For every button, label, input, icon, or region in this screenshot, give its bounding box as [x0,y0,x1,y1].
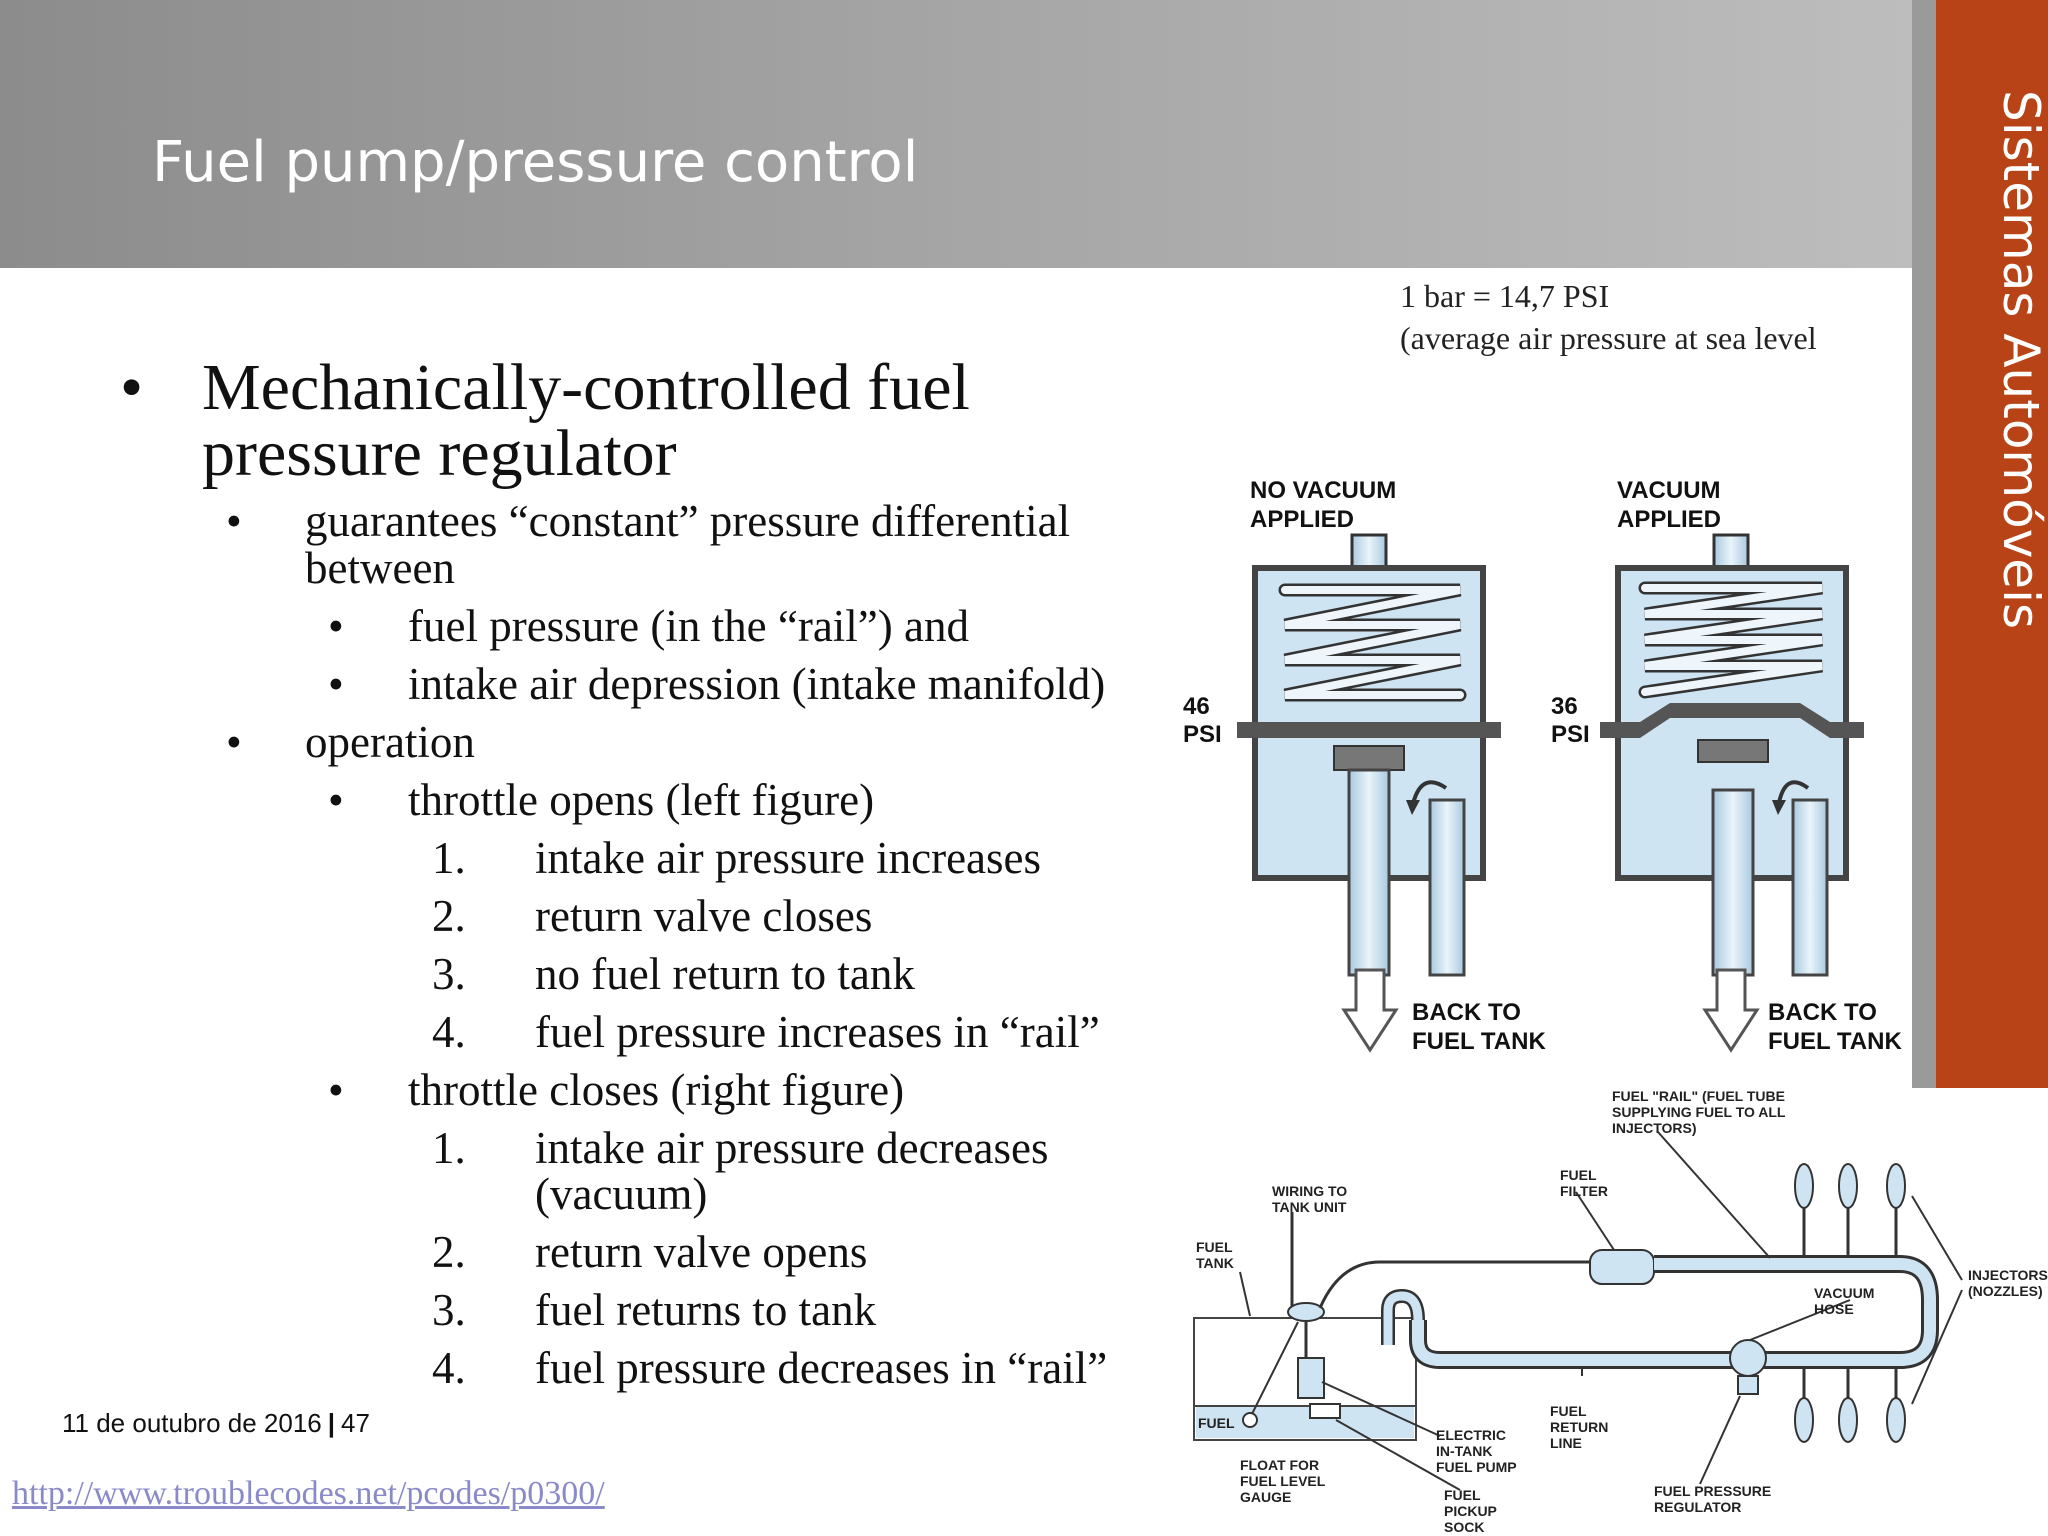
bullet-marker: • [328,1065,344,1115]
filter-label-line1: FUEL [1560,1167,1597,1183]
return-label-line2: RETURN [1550,1419,1608,1435]
float-label-line2: FUEL LEVEL [1240,1473,1326,1489]
bullet-marker: • [328,601,344,651]
return-label-line3: LINE [1550,1435,1582,1451]
rail-label-line1: FUEL "RAIL" (FUEL TUBE [1612,1088,1785,1104]
regulator-left: NO VACUUM APPLIED 46 PSI BACK TO FUEL TA… [1183,477,1546,1055]
closes-step-4: fuel pressure decreases in “rail” [535,1343,1108,1393]
footer-date-text: 11 de outubro de 2016 [62,1408,322,1438]
slide-title: Fuel pump/pressure control [152,130,919,195]
step-number: 2. [432,891,466,941]
closes-step-2: return valve opens [535,1227,868,1277]
left-label-line1: NO VACUUM [1250,477,1396,504]
step-number: 2. [432,1227,466,1277]
page-number: 47 [341,1408,370,1438]
closes-step-3: fuel returns to tank [535,1285,877,1335]
pickup-label-line3: SOCK [1444,1519,1484,1535]
footer-date: 11 de outubro de 2016|47 [62,1408,370,1439]
pump-label-line3: FUEL PUMP [1436,1459,1517,1475]
rail-label-line3: INJECTORS) [1612,1120,1697,1136]
opens-step-3: no fuel return to tank [535,949,915,999]
rail-label-line2: SUPPLYING FUEL TO ALL [1612,1104,1786,1120]
source-link[interactable]: http://www.troublecodes.net/pcodes/p0300… [12,1475,605,1512]
operation-item: operation [305,717,475,767]
bullet-marker: • [328,775,344,825]
step-number: 4. [432,1007,466,1057]
fuel-pressure-item: fuel pressure (in the “rail”) and [408,601,969,651]
vacuum-label-line1: VACUUM [1814,1285,1874,1301]
side-divider [1912,0,1936,1088]
side-title: Sistemas Automóveis [1992,90,2048,630]
right-psi-unit: PSI [1551,721,1590,748]
step-number: 3. [432,949,466,999]
vacuum-label-line2: HOSE [1814,1301,1854,1317]
float-label-line3: GAUGE [1240,1489,1291,1505]
side-title-bar [1936,0,2048,1088]
return-label-line1: FUEL [1550,1403,1587,1419]
right-label-line1: VACUUM [1617,477,1721,504]
right-label-line2: APPLIED [1617,506,1721,533]
left-return-line1: BACK TO [1412,999,1521,1026]
bullet-marker: • [226,496,242,546]
opens-step-2: return valve closes [535,891,873,941]
header-band [0,0,1912,268]
guarantees-line1: guarantees “constant” pressure different… [305,496,1071,546]
throttle-closes-item: throttle closes (right figure) [408,1065,905,1115]
tank-label-line1: FUEL [1196,1239,1233,1255]
opens-step-1: intake air pressure increases [535,833,1042,883]
bullet-marker: • [226,717,242,767]
wiring-label-line1: WIRING TO [1272,1183,1347,1199]
pump-label-line1: ELECTRIC [1436,1427,1506,1443]
main-bullet-line1: Mechanically-controlled fuel [202,351,970,424]
regulator-right: VACUUM APPLIED 36 PSI BACK TO FUEL TANK [1551,477,1902,1055]
injectors-label-line2: (NOZZLES) [1968,1283,2043,1299]
right-psi-value: 36 [1551,693,1578,720]
bullet-marker: • [328,659,344,709]
right-return-line2: FUEL TANK [1768,1028,1902,1055]
left-psi-value: 46 [1183,693,1210,720]
footer-separator: | [327,1408,336,1438]
step-number: 3. [432,1285,466,1335]
left-label-line2: APPLIED [1250,506,1354,533]
conversion-note-line2: (average air pressure at sea level [1400,320,1817,356]
left-psi-unit: PSI [1183,721,1222,748]
conversion-note-line1: 1 bar = 14,7 PSI [1400,278,1610,314]
regulator-label-line2: REGULATOR [1654,1499,1741,1515]
regulator-label-line1: FUEL PRESSURE [1654,1483,1771,1499]
tank-label-line2: TANK [1196,1255,1234,1271]
closes-step-1-line2: (vacuum) [535,1169,708,1219]
float-label-line1: FLOAT FOR [1240,1457,1319,1473]
pickup-label-line1: FUEL [1444,1487,1481,1503]
fuel-level-label: FUEL [1198,1415,1235,1431]
pump-label-line2: IN-TANK [1436,1443,1493,1459]
throttle-opens-item: throttle opens (left figure) [408,775,875,825]
right-return-line1: BACK TO [1768,999,1877,1026]
intake-depression-item: intake air depression (intake manifold) [408,659,1106,709]
left-return-line2: FUEL TANK [1412,1028,1546,1055]
bullet-marker: • [120,351,144,424]
step-number: 1. [432,833,466,883]
filter-label-line2: FILTER [1560,1183,1608,1199]
guarantees-line2: between [305,543,455,593]
injectors-label-line1: INJECTORS [1968,1267,2048,1283]
wiring-label-line2: TANK UNIT [1272,1199,1347,1215]
opens-step-4: fuel pressure increases in “rail” [535,1007,1100,1057]
fuel-system-figure: FUEL "RAIL" (FUEL TUBE SUPPLYING FUEL TO… [1193,1088,2048,1535]
pressure-regulator-figure: NO VACUUM APPLIED 46 PSI BACK TO FUEL TA… [1183,477,1902,1055]
step-number: 4. [432,1343,466,1393]
main-bullet-line2: pressure regulator [202,417,677,490]
closes-step-1-line1: intake air pressure decreases [535,1123,1049,1173]
pickup-label-line2: PICKUP [1444,1503,1497,1519]
step-number: 1. [432,1123,466,1173]
